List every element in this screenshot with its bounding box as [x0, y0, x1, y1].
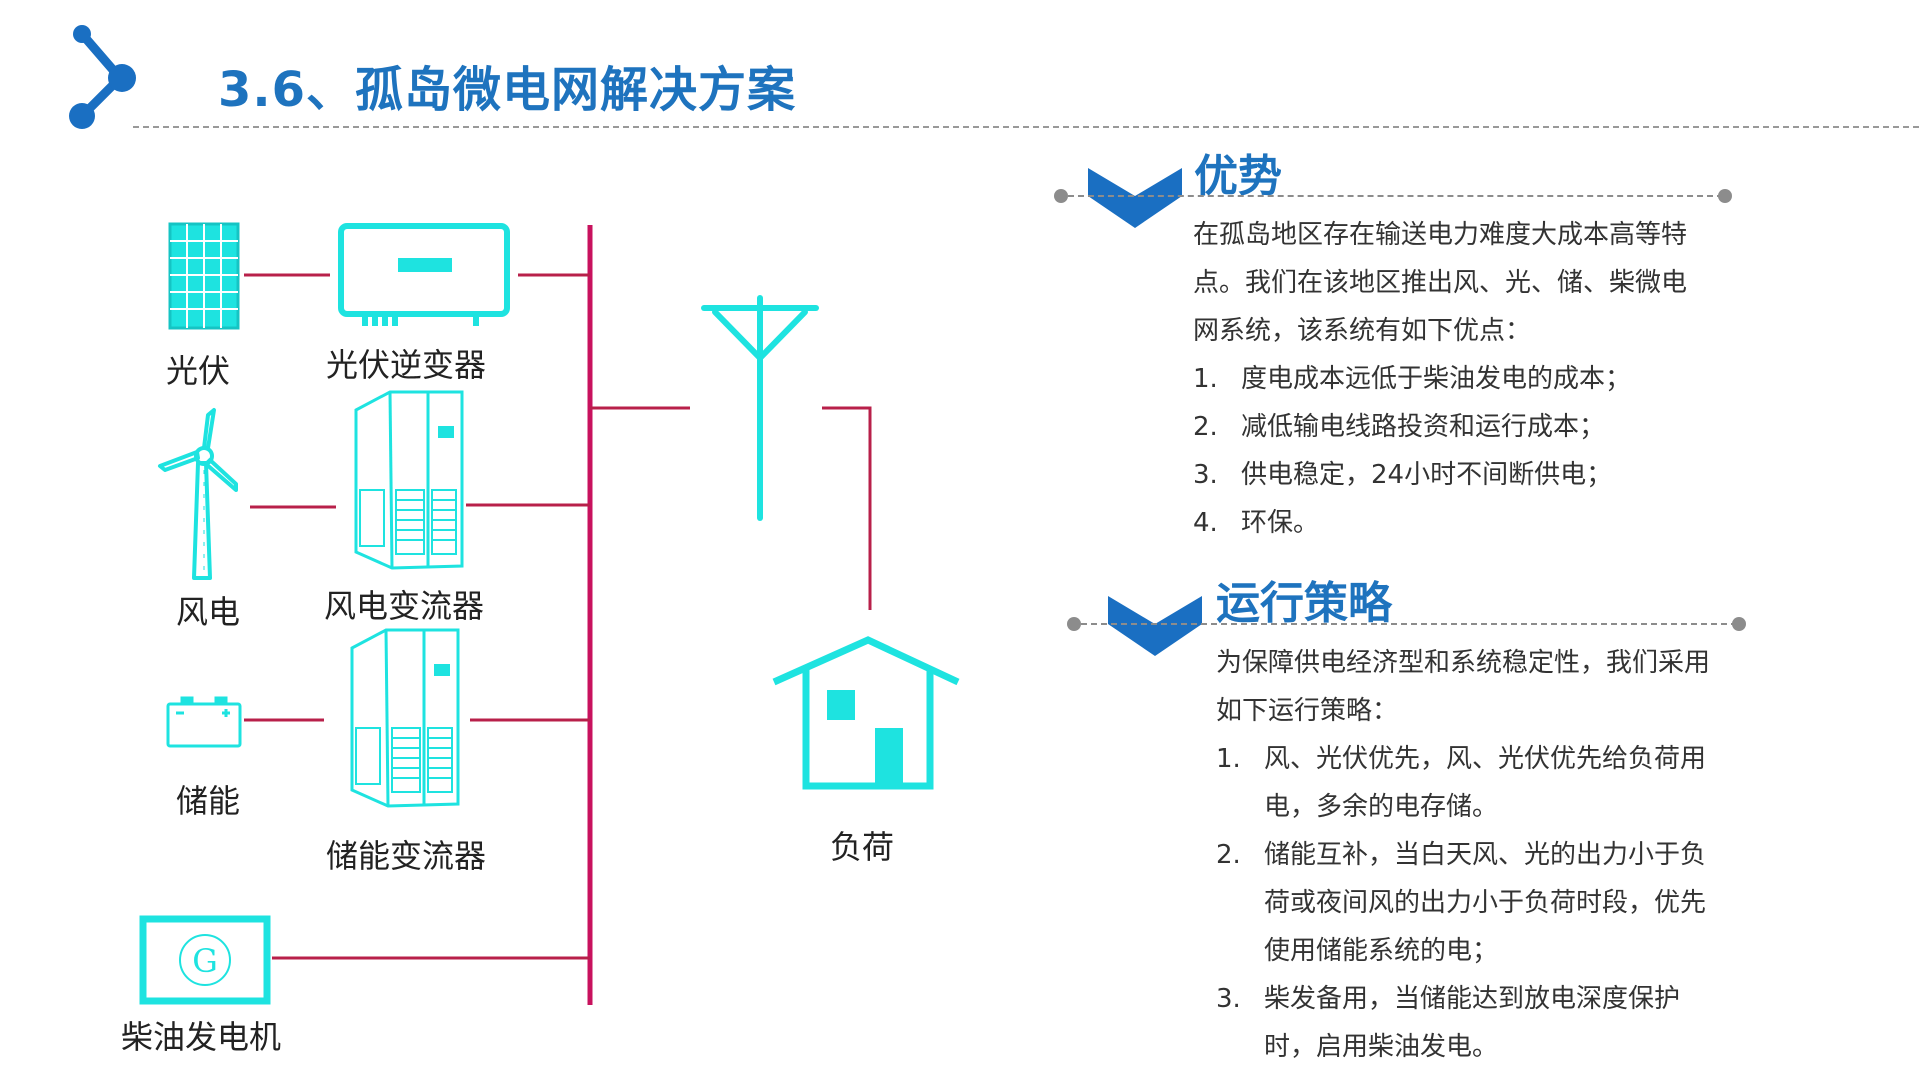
- list-item: 1. 风、光伏优先，风、光伏优先给负荷用电，多余的电存储。: [1216, 735, 1706, 831]
- list-item-text: 环保。: [1241, 508, 1320, 538]
- wind-turbine-icon: [158, 408, 238, 580]
- strategy-heading: 运行策略: [1216, 578, 1392, 629]
- list-item-number: 4.: [1193, 508, 1218, 538]
- header-divider: [133, 126, 1919, 128]
- strategy-intro: 为保障供电经济型和系统稳定性，我们采用如下运行策略：: [1216, 648, 1711, 726]
- divider-dot-right: [1718, 189, 1732, 203]
- list-item-text: 度电成本远低于柴油发电的成本；: [1241, 364, 1632, 394]
- list-item: 1. 度电成本远低于柴油发电的成本；: [1193, 355, 1733, 403]
- list-item-text: 储能互补，当白天风、光的出力小于负荷或夜间风的出力小于负荷时段，优先使用储能系统…: [1264, 840, 1707, 966]
- svg-text:G: G: [192, 942, 218, 980]
- divider-dot-right: [1732, 617, 1746, 631]
- load-label: 负荷: [830, 828, 895, 866]
- advantages-intro: 在孤岛地区存在输送电力难度大成本高等特点。我们在该地区推出风、光、储、柴微电网系…: [1193, 220, 1688, 346]
- list-item-text: 减低输电线路投资和运行成本；: [1241, 412, 1606, 442]
- advantages-heading: 优势: [1194, 151, 1282, 202]
- wind-converter-label: 风电变流器: [324, 587, 485, 625]
- list-item-text: 柴发备用，当储能达到放电深度保护时，启用柴油发电。: [1264, 984, 1681, 1062]
- diesel-generator-label: 柴油发电机: [121, 1018, 282, 1056]
- advantages-list: 1. 度电成本远低于柴油发电的成本； 2. 减低输电线路投资和运行成本； 3. 供电稳…: [1193, 355, 1733, 547]
- microgrid-diagram: G: [139, 222, 960, 1005]
- pv-inverter-icon: [338, 223, 510, 326]
- list-item: 3. 柴发备用，当储能达到放电深度保护时，启用柴油发电。: [1216, 975, 1706, 1071]
- advantages-divider: [1068, 195, 1723, 197]
- wind-label: 风电: [176, 593, 241, 631]
- list-item: 3. 供电稳定，24小时不间断供电；: [1193, 451, 1733, 499]
- storage-converter-label: 储能变流器: [326, 837, 487, 875]
- storage-converter-icon: [350, 628, 460, 808]
- chevron-down-icon: [1088, 168, 1182, 228]
- divider-dot-left: [1067, 617, 1081, 631]
- list-item-number: 3.: [1193, 460, 1218, 490]
- house-icon: [772, 636, 960, 790]
- list-item-text: 风、光伏优先，风、光伏优先给负荷用电，多余的电存储。: [1264, 744, 1707, 822]
- network-nodes-icon: [69, 25, 136, 129]
- storage-label: 储能: [176, 782, 241, 820]
- list-item-number: 2.: [1216, 840, 1241, 870]
- list-item-number: 3.: [1216, 984, 1241, 1014]
- pole-to-house-line: [822, 406, 872, 610]
- strategy-list: 1. 风、光伏优先，风、光伏优先给负荷用电，多余的电存储。 2. 储能互补，当白天风…: [1216, 735, 1706, 1071]
- utility-pole-icon: [701, 295, 819, 521]
- diesel-generator-icon: G: [139, 915, 271, 1005]
- pv-label: 光伏: [166, 352, 231, 390]
- list-item-text: 供电稳定，24小时不间断供电；: [1241, 460, 1613, 490]
- list-item-number: 1.: [1193, 364, 1218, 394]
- list-item: 2. 储能互补，当白天风、光的出力小于负荷或夜间风的出力小于负荷时段，优先使用储能…: [1216, 831, 1706, 975]
- list-item-number: 1.: [1216, 744, 1241, 774]
- chevron-down-icon: [1108, 596, 1202, 656]
- divider-dot-left: [1054, 189, 1068, 203]
- list-item-number: 2.: [1193, 412, 1218, 442]
- solar-panel-icon: [168, 222, 240, 330]
- pv-inverter-label: 光伏逆变器: [326, 346, 487, 384]
- wind-converter-icon: [354, 390, 464, 570]
- strategy-divider: [1081, 623, 1737, 625]
- page-title: 3.6、孤岛微电网解决方案: [218, 62, 797, 118]
- list-item: 4. 环保。: [1193, 499, 1733, 547]
- list-item: 2. 减低输电线路投资和运行成本；: [1193, 403, 1733, 451]
- battery-icon: [166, 696, 242, 748]
